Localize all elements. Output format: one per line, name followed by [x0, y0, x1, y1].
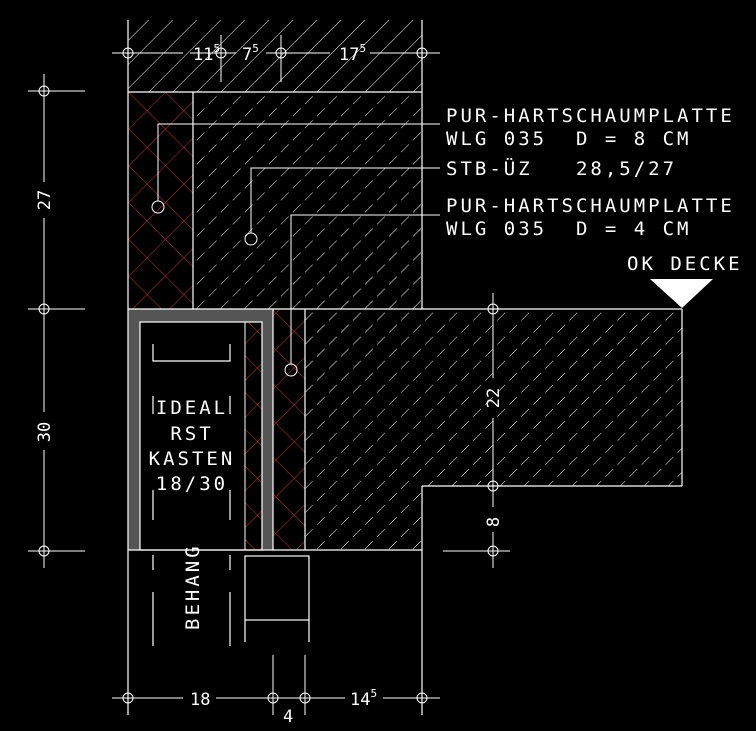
dim-top-1: 115 — [193, 42, 220, 65]
label-insulation-8-line1: PUR-HARTSCHAUMPLATTE — [446, 105, 735, 127]
label-insulation-4-line1: PUR-HARTSCHAUMPLATTE — [446, 195, 735, 217]
box-label-line2: RST — [170, 423, 213, 445]
label-level-marker: OK DECKE — [627, 253, 743, 275]
insulation-4cm — [273, 309, 305, 550]
label-lintel: STB-ÜZ 28,5/27 — [446, 157, 677, 180]
dim-top-2: 75 — [242, 42, 259, 65]
lintel-concrete — [193, 92, 422, 309]
dim-top-3: 175 — [339, 42, 366, 65]
ceiling-slab-lower — [305, 486, 422, 550]
wall-above-hatch — [128, 20, 422, 92]
level-triangle-icon — [650, 279, 713, 308]
box-label-line1: IDEAL — [156, 397, 228, 419]
box-label-line3: KASTEN — [149, 448, 236, 470]
dim-right-2: 8 — [484, 517, 504, 527]
box-insulation-strip — [244, 321, 263, 551]
box-label-line4: 18/30 — [156, 473, 228, 495]
dim-bottom-2: 4 — [283, 707, 293, 727]
label-curtain: BEHANG — [182, 543, 204, 630]
label-insulation-8-line2: WLG 035 D = 8 CM — [446, 128, 691, 150]
dim-bottom-3: 145 — [350, 687, 377, 710]
leader-lines — [151, 123, 440, 377]
outlines — [127, 20, 683, 715]
dim-left-2: 30 — [35, 422, 55, 442]
dim-left-1: 27 — [35, 190, 55, 210]
dim-bottom-1: 18 — [190, 690, 210, 710]
insulation-8cm — [128, 92, 193, 309]
dimension-lines — [28, 35, 510, 715]
dim-right-1: 22 — [484, 388, 504, 408]
shutter-box-label: IDEAL RST KASTEN 18/30 — [149, 397, 236, 495]
label-insulation-4-line2: WLG 035 D = 4 CM — [446, 218, 691, 240]
